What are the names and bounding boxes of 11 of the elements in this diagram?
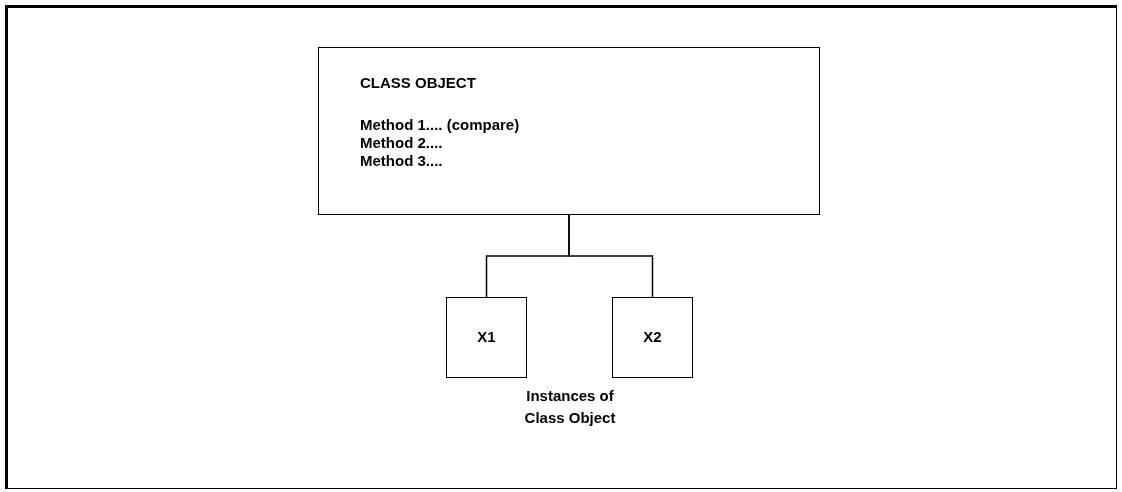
caption-text: Instances of Class Object xyxy=(523,386,617,428)
method-text: Method 2.... xyxy=(360,134,443,152)
class-box xyxy=(318,47,820,215)
class-title: CLASS OBJECT xyxy=(360,74,476,92)
instance-label: X2 xyxy=(643,327,662,348)
connector-line xyxy=(568,214,654,298)
instance-label: X1 xyxy=(477,327,496,348)
instance-box xyxy=(612,297,693,378)
method-text: Method 1.... (compare) xyxy=(360,116,520,134)
method-text: Method 3.... xyxy=(360,152,443,170)
instance-box xyxy=(446,297,527,378)
